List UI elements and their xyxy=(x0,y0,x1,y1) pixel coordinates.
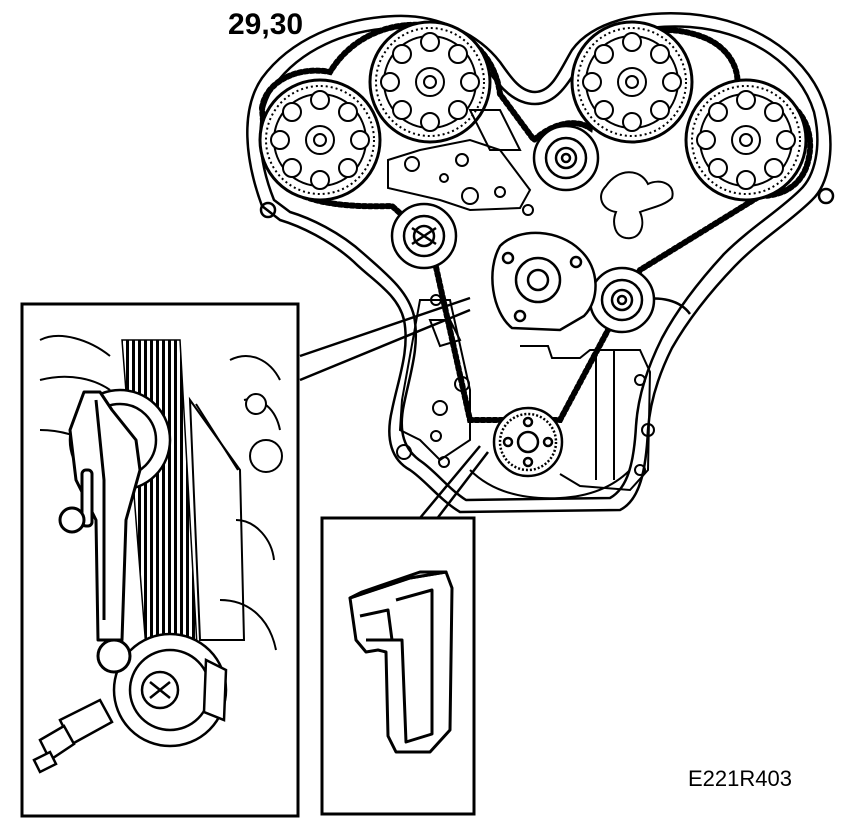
holding-tool xyxy=(58,390,142,674)
callout-leader-tool xyxy=(419,445,489,521)
idler-pulley-lower xyxy=(588,266,656,334)
centre-casting xyxy=(387,109,674,500)
cam-sprocket-right-inner xyxy=(570,20,694,144)
detail-lower-pulley xyxy=(112,632,228,748)
callout-leader-left xyxy=(299,296,471,382)
idler-pulley-upper xyxy=(532,124,600,192)
figure-code: E221R403 xyxy=(688,766,792,791)
detail-inset-tool-1 xyxy=(320,516,476,816)
wrench-handle xyxy=(32,698,114,774)
tensioner-pulley xyxy=(390,202,458,270)
detail-inset-tensioner xyxy=(20,302,300,818)
water-pump xyxy=(491,231,597,332)
tool-number-icon xyxy=(348,570,454,754)
timing-belt xyxy=(258,21,814,423)
cam-sprocket-right-outer xyxy=(684,78,808,202)
cam-sprocket-left-outer xyxy=(258,78,382,202)
crank-sprocket xyxy=(492,406,564,478)
reference-number: 29,30 xyxy=(228,8,303,41)
cam-sprocket-left-inner xyxy=(368,20,492,144)
